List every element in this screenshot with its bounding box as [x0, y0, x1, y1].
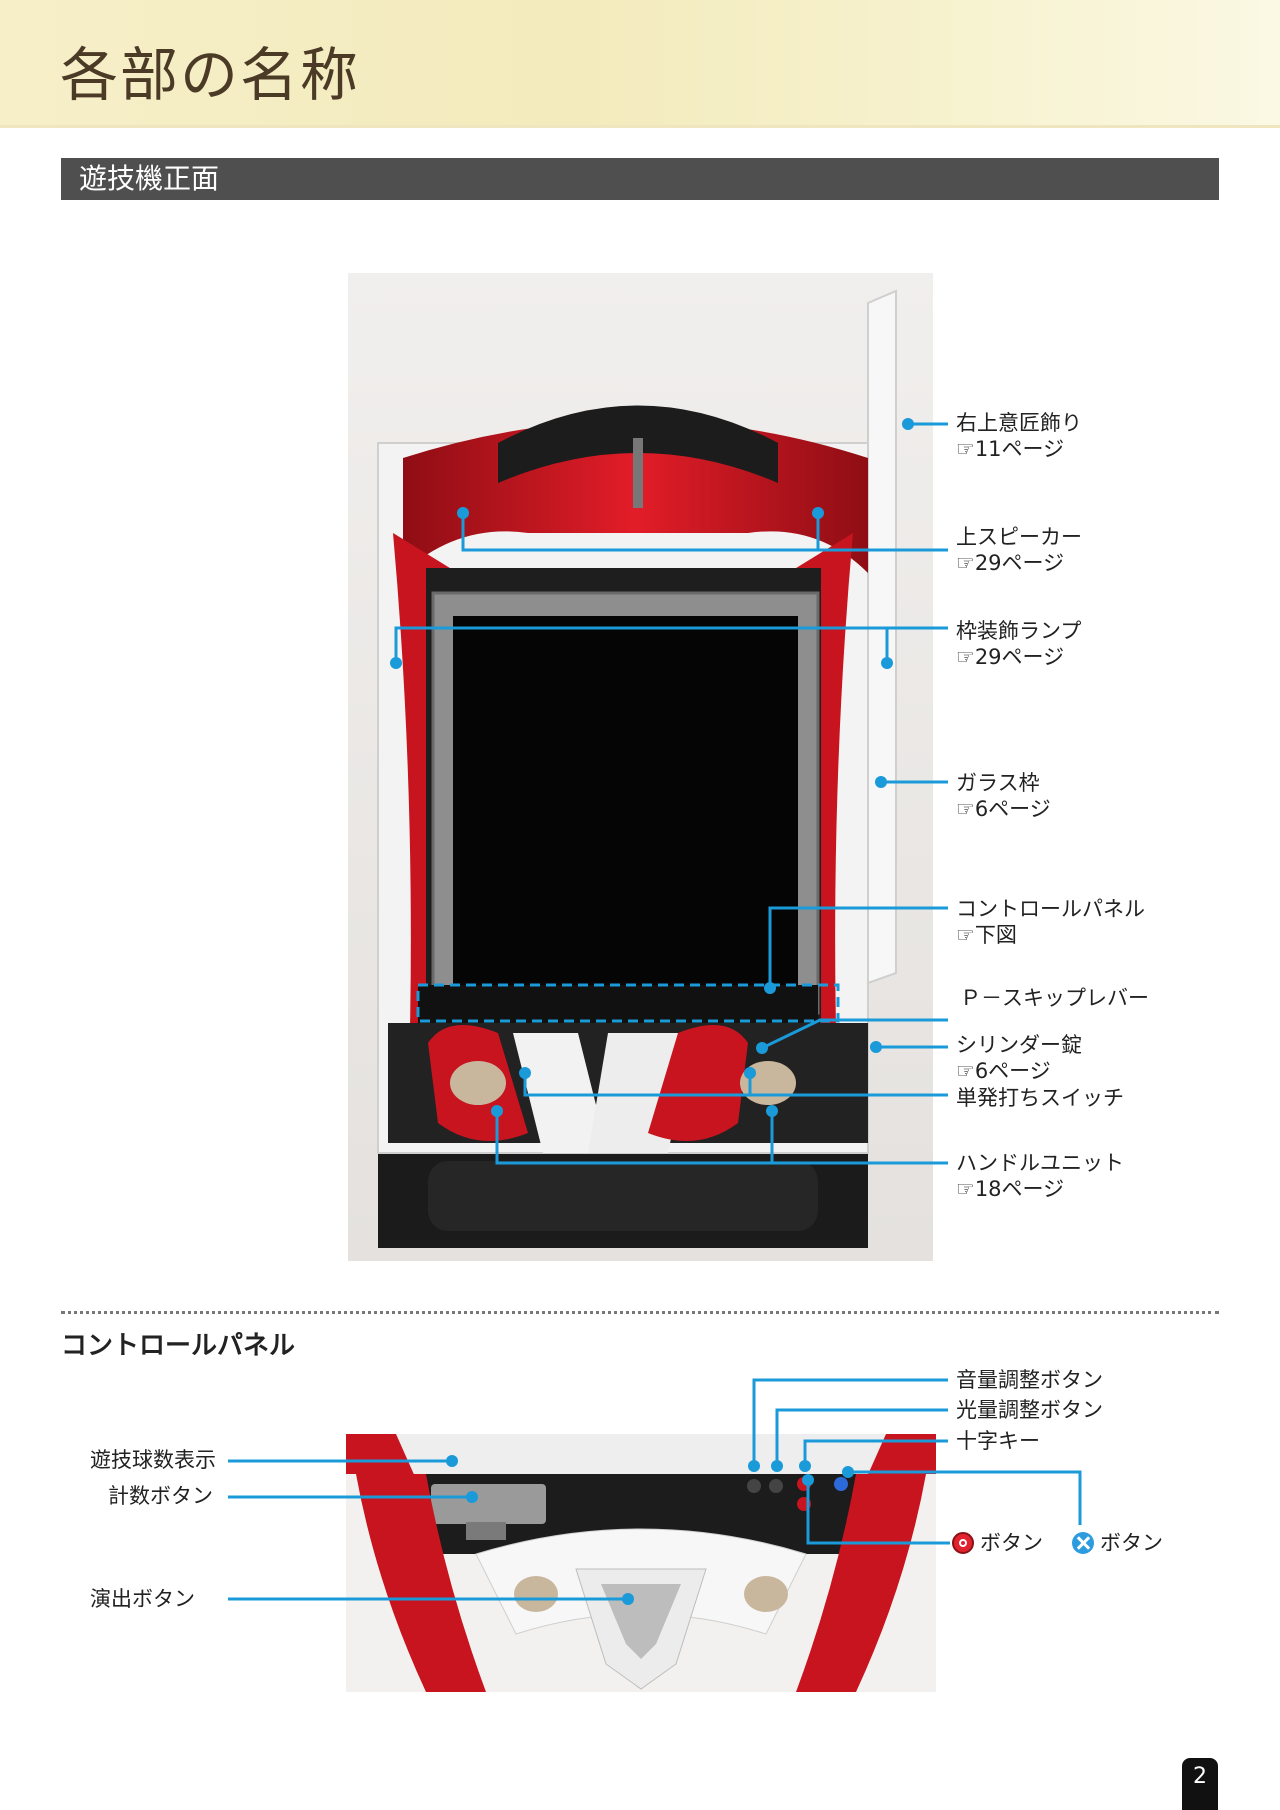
page-reference-link[interactable]: ☞11ページ [956, 437, 1065, 461]
cross-button-label: ボタン [1100, 1531, 1163, 1555]
label-ball-count-display: 遊技球数表示 [90, 1448, 216, 1472]
label-cylinder-lock: シリンダー錠 ☞6ページ [956, 1032, 1082, 1084]
label-name: 上スピーカー [956, 525, 1082, 549]
page-reference-link[interactable]: ☞下図 [956, 923, 1017, 947]
label-glass-frame: ガラス枠 ☞6ページ [956, 770, 1051, 822]
label-name: 枠装飾ランプ [956, 619, 1082, 643]
label-name: シリンダー錠 [956, 1033, 1082, 1057]
page-reference-link[interactable]: ☞6ページ [956, 797, 1051, 821]
label-effect-button: 演出ボタン [90, 1587, 195, 1611]
label-brightness-button: 光量調整ボタン [956, 1398, 1103, 1422]
label-count-button: 計数ボタン [108, 1484, 213, 1508]
machine-front-photo [348, 273, 933, 1261]
control-panel-photo [346, 1434, 936, 1692]
control-panel-illustration [346, 1434, 936, 1692]
label-cross-key: 十字キー [956, 1429, 1040, 1453]
page-reference-link[interactable]: ☞6ページ [956, 1059, 1051, 1083]
machine-front-illustration [348, 273, 933, 1261]
section-bar: 遊技機正面 [61, 158, 1219, 200]
label-circle-button: ボタン [952, 1530, 1043, 1556]
section-title: 遊技機正面 [79, 162, 220, 195]
label-name: Ｐ－スキップレバー [960, 986, 1149, 1010]
control-panel-title: コントロールパネル [61, 1331, 296, 1361]
page-reference-link[interactable]: ☞29ページ [956, 551, 1065, 575]
dotted-separator [61, 1311, 1219, 1314]
label-frame-lamp: 枠装飾ランプ ☞29ページ [956, 618, 1081, 670]
circle-button-label: ボタン [980, 1531, 1043, 1555]
label-name: コントロールパネル [956, 897, 1145, 921]
label-name: ハンドルユニット [956, 1151, 1124, 1175]
label-top-right-decor: 右上意匠飾り ☞11ページ [956, 410, 1082, 462]
label-skip-lever: Ｐ－スキップレバー [960, 985, 1149, 1011]
label-single-shot-switch: 単発打ちスイッチ [956, 1085, 1124, 1111]
label-top-speaker: 上スピーカー ☞29ページ [956, 524, 1082, 576]
page-title: 各部の名称 [60, 41, 361, 109]
blue-cross-icon [1072, 1532, 1094, 1554]
page-number: 2 [1182, 1758, 1218, 1810]
label-name: 単発打ちスイッチ [956, 1086, 1124, 1110]
label-cross-button: ボタン [1072, 1530, 1163, 1556]
red-circle-icon [952, 1532, 974, 1554]
page-reference-link[interactable]: ☞29ページ [956, 645, 1065, 669]
label-control-panel: コントロールパネル ☞下図 [956, 896, 1145, 948]
label-handle-unit: ハンドルユニット ☞18ページ [956, 1150, 1124, 1202]
label-name: 右上意匠飾り [956, 411, 1082, 435]
label-volume-button: 音量調整ボタン [956, 1368, 1103, 1392]
page-reference-link[interactable]: ☞18ページ [956, 1177, 1065, 1201]
label-name: ガラス枠 [956, 771, 1040, 795]
header-band [0, 0, 1280, 128]
